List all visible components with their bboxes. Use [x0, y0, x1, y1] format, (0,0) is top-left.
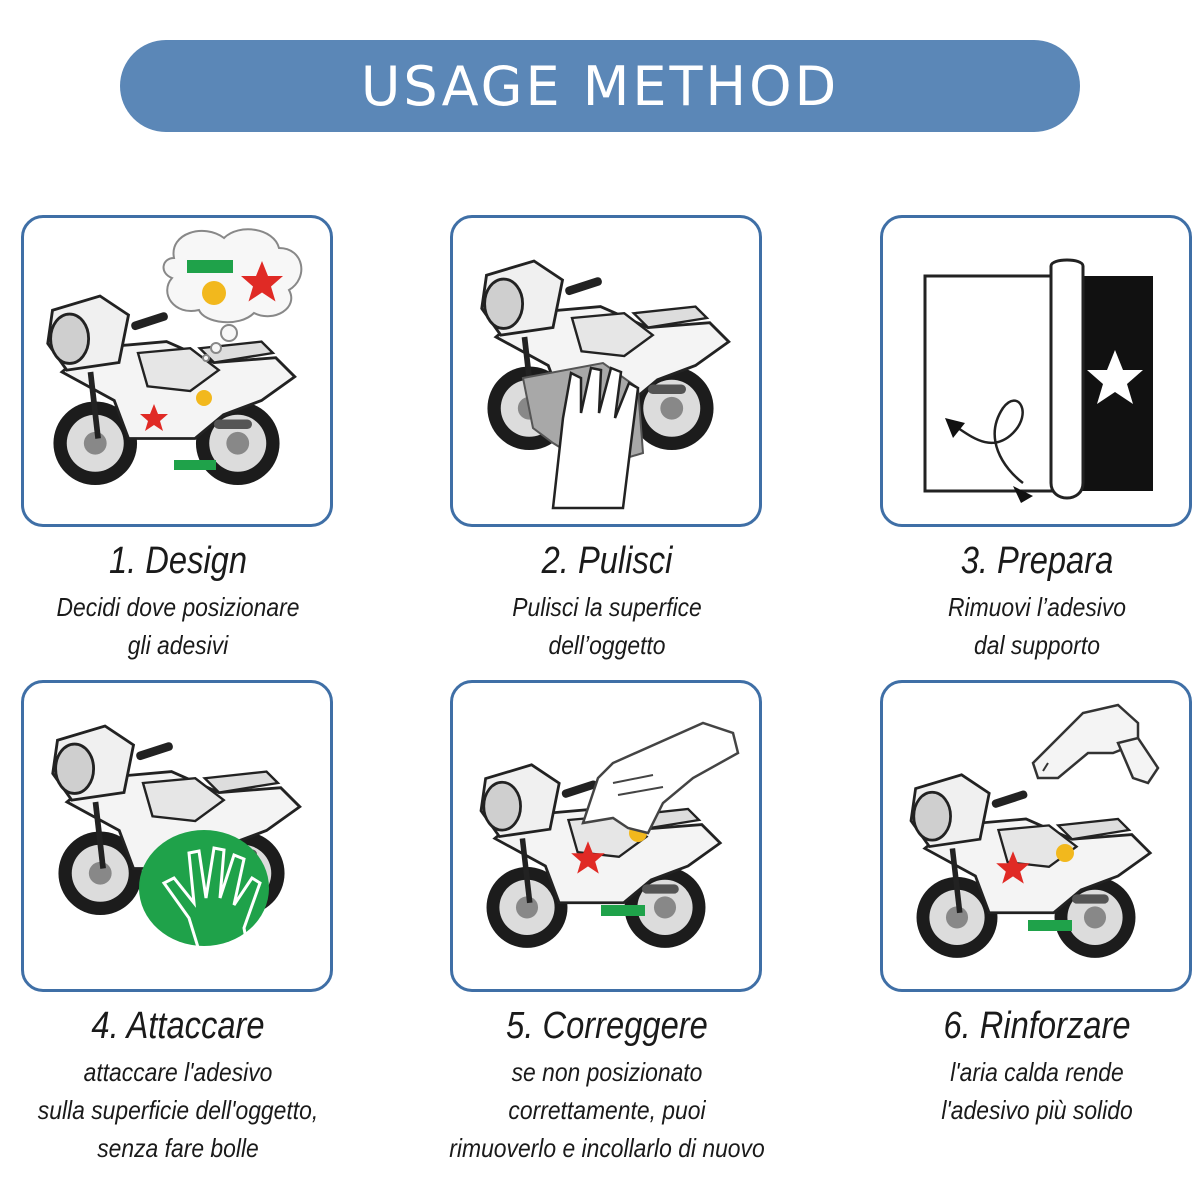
- title-banner: USAGE METHOD: [120, 40, 1080, 132]
- step-1-illustration: [21, 215, 333, 527]
- step-5-illustration: [450, 680, 762, 992]
- step-4-desc-line: sulla superficie dell'oggetto,: [37, 1095, 319, 1125]
- step-4-title: 4. Attaccare: [91, 1005, 265, 1047]
- motorcycle-thought-bubble-icon: [24, 228, 303, 524]
- hand-pressing-sticker-icon: [24, 683, 330, 985]
- step-6-desc-line: l'adesivo più solido: [941, 1095, 1133, 1125]
- step-2-description: Pulisci la superfice dell’oggetto: [418, 588, 796, 664]
- step-1-desc-line: gli adesivi: [127, 630, 229, 660]
- step-5-desc-line: correttamente, puoi: [508, 1095, 706, 1125]
- peel-backing-icon: [923, 258, 1153, 503]
- step-3-description: Rimuovi l’adesivo dal supporto: [848, 588, 1200, 664]
- step-3-desc-line: dal supporto: [974, 630, 1100, 660]
- step-3-desc-line: Rimuovi l’adesivo: [947, 592, 1127, 622]
- step-5-title: 5. Correggere: [506, 1005, 708, 1047]
- step-3-title: 3. Prepara: [960, 540, 1114, 582]
- step-2-title: 2. Pulisci: [541, 540, 673, 582]
- step-4-desc-line: attaccare l'adesivo: [83, 1057, 273, 1087]
- step-2-desc-line: Pulisci la superfice: [512, 592, 702, 622]
- step-6-illustration: [880, 680, 1192, 992]
- step-2-desc-line: dell’oggetto: [548, 630, 666, 660]
- step-1-description: Decidi dove posizionare gli adesivi: [0, 588, 367, 664]
- step-4-description: attaccare l'adesivo sulla superficie del…: [0, 1053, 367, 1167]
- hand-cleaning-cloth-icon: [453, 218, 759, 510]
- step-6-title: 6. Rinforzare: [943, 1005, 1131, 1047]
- step-6-description: l'aria calda rende l'adesivo più solido: [848, 1053, 1200, 1129]
- step-5-description: se non posizionato correttamente, puoi r…: [418, 1053, 796, 1167]
- step-2-illustration: [450, 215, 762, 527]
- hand-repositioning-icon: [453, 721, 740, 989]
- step-4-desc-line: senza fare bolle: [97, 1133, 259, 1163]
- page-title: USAGE METHOD: [360, 54, 840, 118]
- step-3-illustration: [880, 215, 1192, 527]
- step-5-desc-line: rimuoverlo e incollarlo di nuovo: [449, 1133, 765, 1163]
- step-1-desc-line: Decidi dove posizionare: [56, 592, 300, 622]
- step-5-desc-line: se non posizionato: [511, 1057, 703, 1087]
- step-4-illustration: [21, 680, 333, 992]
- step-6-desc-line: l'aria calda rende: [950, 1057, 1124, 1087]
- hair-dryer-icon: [883, 703, 1160, 989]
- step-1-title: 1. Design: [108, 540, 248, 582]
